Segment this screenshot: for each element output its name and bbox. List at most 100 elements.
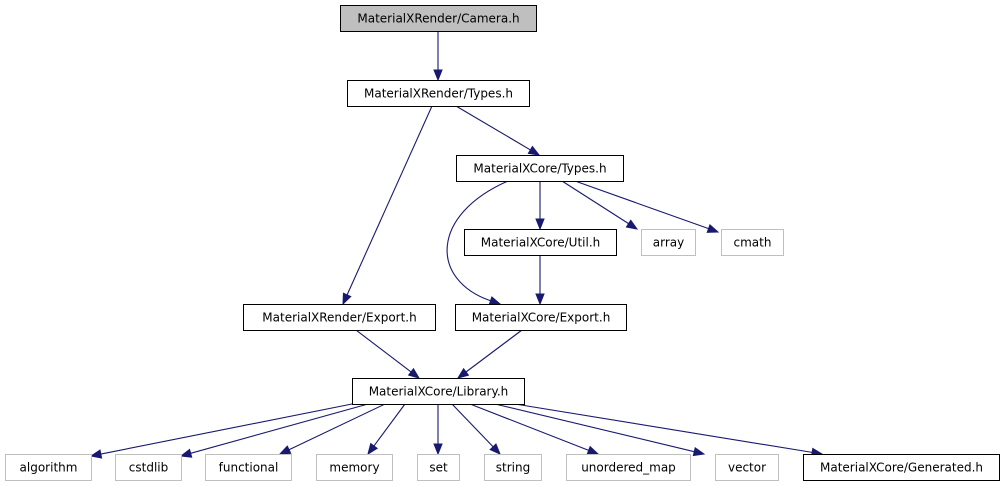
edge-core-export-to-core-library: [456, 329, 523, 379]
node-box: [340, 5, 537, 32]
edge-render-types-to-core-types-arrowhead: [527, 145, 541, 156]
edge-core-library-to-vector-arrowhead: [692, 446, 706, 457]
node-label: MaterialXCore/Util.h: [481, 236, 601, 250]
node-unordered-map: unordered_map: [566, 454, 691, 481]
edge-core-library-to-algorithm: [89, 403, 353, 459]
edge-core-library-to-set-arrowhead: [433, 443, 443, 456]
edge-core-util-to-core-export: [535, 255, 545, 306]
node-box: [455, 304, 627, 331]
node-cmath: cmath: [721, 229, 784, 256]
edge-core-types-to-core-util-arrowhead: [535, 218, 545, 231]
node-core-export[interactable]: MaterialXCore/Export.h: [455, 304, 627, 331]
node-label: set: [429, 461, 448, 475]
node-array: array: [641, 229, 696, 256]
node-core-library[interactable]: MaterialXCore/Library.h: [352, 378, 525, 405]
edge-core-types-to-array-line: [561, 180, 629, 225]
node-label: unordered_map: [581, 461, 676, 475]
edge-core-library-to-memory-line: [373, 403, 406, 447]
edge-core-library-to-unordered-map-arrowhead: [586, 445, 600, 455]
edge-core-util-to-core-export-arrowhead: [535, 293, 545, 306]
node-label: array: [653, 236, 684, 250]
node-label: MaterialXCore/Types.h: [473, 162, 606, 176]
node-core-util[interactable]: MaterialXCore/Util.h: [464, 229, 617, 256]
node-box: [417, 454, 460, 481]
node-render-export[interactable]: MaterialXRender/Export.h: [243, 304, 436, 331]
edge-core-library-to-cstdlib: [179, 403, 369, 458]
node-vector: vector: [715, 454, 779, 481]
edge-core-types-to-core-util: [535, 181, 545, 231]
edge-core-library-to-cstdlib-arrowhead: [179, 448, 193, 458]
edge-core-library-to-algorithm-arrowhead: [89, 449, 103, 459]
node-core-generated[interactable]: MaterialXCore/Generated.h: [803, 454, 1000, 481]
node-box: [484, 454, 542, 481]
node-label: memory: [329, 461, 379, 475]
node-camera[interactable]: MaterialXRender/Camera.h: [340, 5, 537, 32]
edge-render-types-to-core-types-line: [455, 105, 531, 151]
node-label: MaterialXRender/Camera.h: [357, 12, 519, 26]
node-label: vector: [728, 461, 766, 475]
edge-core-library-to-unordered-map-line: [469, 403, 589, 451]
node-memory: memory: [316, 454, 393, 481]
node-render-types[interactable]: MaterialXRender/Types.h: [347, 80, 530, 107]
edges-layer: [89, 31, 824, 459]
node-string: string: [484, 454, 542, 481]
edge-core-types-to-core-export-arrowhead: [488, 296, 502, 306]
edge-render-types-to-render-export: [342, 105, 433, 306]
edge-camera-to-render-types: [433, 31, 443, 82]
node-box: [464, 229, 617, 256]
edge-core-types-to-cmath: [574, 180, 720, 233]
edge-core-types-to-array-arrowhead: [625, 219, 639, 230]
edge-render-types-to-core-types: [455, 105, 541, 156]
edge-core-library-to-set: [433, 404, 443, 456]
edge-render-export-to-core-library-arrowhead: [407, 367, 421, 379]
edge-core-types-to-core-export-line: [446, 180, 509, 302]
node-box: [721, 229, 784, 256]
edge-camera-to-render-types-arrowhead: [433, 69, 443, 82]
edge-render-types-to-render-export-arrowhead: [342, 292, 352, 306]
edge-core-library-to-string-arrowhead: [489, 443, 501, 455]
node-box: [566, 454, 691, 481]
edge-core-types-to-cmath-line: [574, 180, 709, 230]
edge-core-library-to-memory: [367, 403, 406, 456]
node-box: [115, 454, 182, 481]
edge-core-library-to-vector: [494, 403, 706, 457]
edge-render-types-to-render-export-line: [346, 105, 433, 296]
node-box: [456, 155, 624, 182]
edge-core-library-to-string-line: [451, 403, 494, 448]
node-box: [347, 80, 530, 107]
edge-core-library-to-core-generated: [514, 403, 824, 457]
edge-core-export-to-core-library-line: [465, 329, 523, 373]
node-label: cmath: [734, 236, 772, 250]
node-box: [205, 454, 292, 481]
edge-core-types-to-cmath-arrowhead: [706, 224, 720, 233]
edge-core-library-to-string: [451, 403, 501, 455]
node-label: MaterialXCore/Export.h: [472, 311, 611, 325]
node-label: MaterialXCore/Library.h: [369, 385, 509, 399]
edge-core-library-to-memory-arrowhead: [367, 442, 379, 456]
node-cstdlib: cstdlib: [115, 454, 182, 481]
node-algorithm: algorithm: [5, 454, 92, 481]
node-label: algorithm: [20, 461, 78, 475]
node-set: set: [417, 454, 460, 481]
edge-core-library-to-core-generated-line: [514, 403, 813, 453]
node-box: [352, 378, 525, 405]
node-box: [803, 454, 1000, 481]
edge-render-export-to-core-library: [355, 329, 421, 379]
edge-core-library-to-cstdlib-line: [190, 403, 369, 454]
node-label: functional: [219, 461, 279, 475]
edge-core-library-to-functional-arrowhead: [278, 445, 292, 455]
node-label: MaterialXRender/Export.h: [262, 311, 416, 325]
node-core-types[interactable]: MaterialXCore/Types.h: [456, 155, 624, 182]
node-label: MaterialXCore/Generated.h: [820, 461, 983, 475]
edge-core-library-to-vector-line: [494, 403, 695, 453]
nodes-layer: MaterialXRender/Camera.hMaterialXRender/…: [5, 5, 1000, 481]
edge-core-library-to-functional: [278, 403, 386, 455]
edge-core-types-to-array: [561, 180, 639, 230]
node-label: string: [496, 461, 530, 475]
node-box: [641, 229, 696, 256]
node-box: [5, 454, 92, 481]
edge-core-library-to-algorithm-line: [100, 403, 353, 455]
node-functional: functional: [205, 454, 292, 481]
node-label: MaterialXRender/Types.h: [364, 87, 513, 101]
